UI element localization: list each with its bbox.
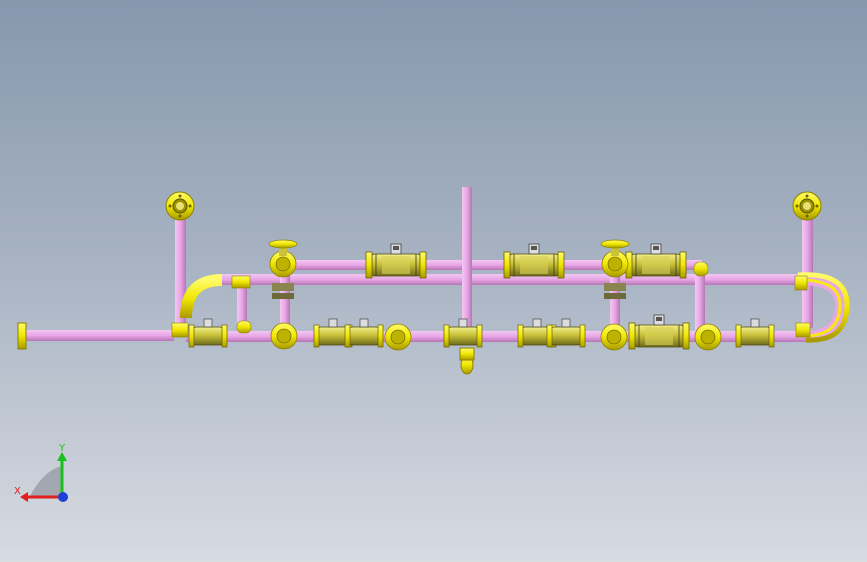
- connector-pipe-2[interactable]: [280, 270, 290, 330]
- lower-valve-1[interactable]: [188, 318, 228, 348]
- lower-valve-3[interactable]: [344, 318, 384, 348]
- left-riser-pipe[interactable]: [175, 218, 186, 330]
- lower-ball-valve[interactable]: [628, 314, 690, 350]
- lower-valve-5[interactable]: [546, 318, 586, 348]
- lower-flange-3[interactable]: [600, 323, 628, 351]
- lower-flange-4[interactable]: [694, 323, 722, 351]
- right-top-flange[interactable]: [792, 191, 822, 221]
- upper-header-pipe[interactable]: [220, 274, 800, 285]
- left-elbow[interactable]: [180, 274, 223, 319]
- y-axis-label: Y: [58, 443, 66, 454]
- connector-pipe-1[interactable]: [237, 282, 247, 332]
- gate-valve-right[interactable]: [600, 239, 630, 299]
- left-top-flange[interactable]: [165, 191, 195, 221]
- top-bypass-pipe[interactable]: [282, 260, 702, 270]
- lower-flange-1[interactable]: [270, 322, 298, 350]
- bypass-ball-valve-1[interactable]: [365, 243, 427, 279]
- gate-valve-left[interactable]: [268, 239, 298, 299]
- lower-valve-6[interactable]: [735, 318, 775, 348]
- center-valve[interactable]: [443, 318, 483, 348]
- connector-pipe-4[interactable]: [695, 268, 705, 332]
- bypass-ball-valve-2[interactable]: [503, 243, 565, 279]
- inlet-pipe[interactable]: [24, 330, 174, 341]
- z-axis-marker: [58, 492, 68, 502]
- lower-header-pipe[interactable]: [186, 331, 806, 342]
- bypass-ball-valve-3[interactable]: [625, 243, 687, 279]
- inlet-flange[interactable]: [17, 322, 27, 350]
- lower-flange-2[interactable]: [384, 323, 412, 351]
- axis-triad: X Y: [14, 443, 68, 502]
- x-axis-label: X: [14, 486, 21, 497]
- connector-pipe-3[interactable]: [610, 270, 620, 330]
- center-vertical-pipe[interactable]: [462, 187, 472, 337]
